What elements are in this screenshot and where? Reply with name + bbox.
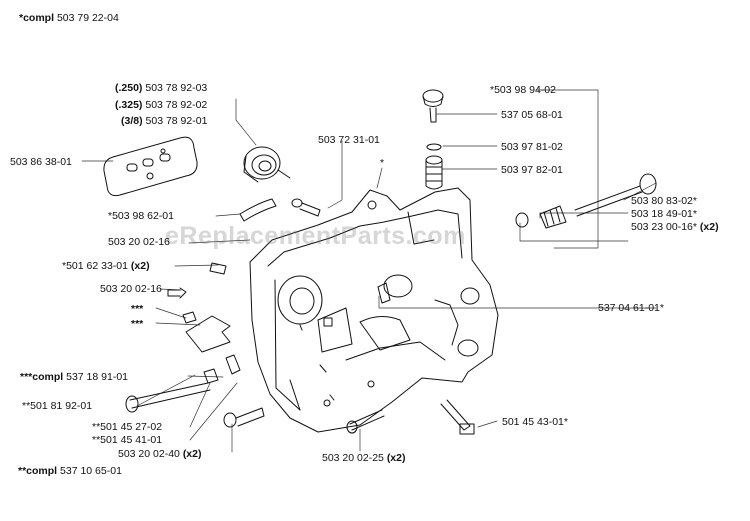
part-503978102-label: 503 97 81-02	[501, 141, 563, 153]
compl-prefix: *compl	[19, 12, 55, 24]
part-501623301-label: *501 62 33-01 (x2)	[62, 260, 150, 272]
tensioner-screw-label: 503 80 83-02*	[631, 195, 697, 207]
compl-537106501-label: **compl 537 10 65-01	[18, 465, 122, 477]
screw-503200225-label: 503 20 02-25 (x2)	[322, 452, 406, 464]
bar-325-prefix: (.325)	[115, 99, 143, 111]
triple-star-a: ***	[131, 303, 144, 315]
sprocket-cap-part	[243, 146, 291, 183]
bar-38-number: 503 78 92-01	[145, 115, 208, 127]
screw-503200240-label: 503 20 02-40 (x2)	[118, 448, 202, 460]
screw-503200225-number: 503 20 02-25	[322, 452, 384, 464]
bar-38-label: (3/8) 503 78 92-01	[121, 115, 207, 127]
compl-537189101-label: ***compl 537 18 91-01	[20, 371, 128, 383]
guide-plate-label: 503 86 38-01	[10, 156, 72, 168]
adjuster-stack-part	[422, 89, 444, 190]
part-503200216a-label: 503 20 02-16	[108, 236, 170, 248]
leader-lines	[81, 89, 657, 453]
tensioner-washer-qty: (x2)	[699, 221, 719, 233]
compl-537189101-number: 537 18 91-01	[66, 371, 128, 383]
tensioner-washer-label: 503 23 00-16* (x2)	[631, 221, 719, 233]
part-501623301-qty: (x2)	[130, 260, 150, 272]
guide-plate-part	[103, 136, 198, 197]
watermark: eReplacementParts.com	[165, 222, 466, 250]
tensioner-washer-number: 503 23 00-16*	[631, 221, 697, 233]
adjuster-group-label: *503 98 94-02	[490, 84, 556, 96]
screw-537056801-label: 537 05 68-01	[501, 109, 563, 121]
bar-250-prefix: (.250)	[115, 82, 143, 94]
compl-537106501-prefix: **compl	[18, 465, 58, 477]
cover-label: 503 72 31-01	[318, 134, 380, 146]
bar-250-number: 503 78 92-03	[145, 82, 208, 94]
part-501623301-number: *501 62 33-01	[62, 260, 128, 272]
compl-537189101-prefix: ***compl	[20, 371, 64, 383]
bar-325-label: (.325) 503 78 92-02	[115, 99, 207, 111]
screw-503200240-qty: (x2)	[182, 448, 202, 460]
bar-250-label: (.250) 503 78 92-03	[115, 82, 207, 94]
bar-38-prefix: (3/8)	[121, 115, 143, 127]
triple-star-b: ***	[131, 318, 144, 330]
guide-537046101-label: 537 04 61-01*	[598, 302, 664, 314]
screw-503200225-qty: (x2)	[386, 452, 406, 464]
compl-537106501-number: 537 10 65-01	[60, 465, 122, 477]
part-501452702-label: **501 45 27-02	[92, 421, 163, 433]
clutch-cover-part	[249, 187, 499, 433]
bar-325-number: 503 78 92-02	[145, 99, 208, 111]
screw-503200240-number: 503 20 02-40	[118, 448, 180, 460]
compl-header: *compl 503 79 22-04	[19, 12, 119, 24]
tensioner-parts	[377, 173, 657, 435]
bolt-501819201-label: **501 81 92-01	[22, 400, 93, 412]
part-503986201-label: *503 98 62-01	[108, 210, 174, 222]
part-501454101-label: **501 45 41-01	[92, 434, 163, 446]
part-503200216b-label: 503 20 02-16	[100, 283, 162, 295]
star-marker: *	[380, 157, 385, 169]
compl-number: 503 79 22-04	[56, 12, 119, 24]
bolt-501454301-label: 501 45 43-01*	[502, 416, 568, 428]
tensioner-spring-label: 503 18 49-01*	[631, 208, 697, 220]
part-503978201-label: 503 97 82-01	[501, 164, 563, 176]
